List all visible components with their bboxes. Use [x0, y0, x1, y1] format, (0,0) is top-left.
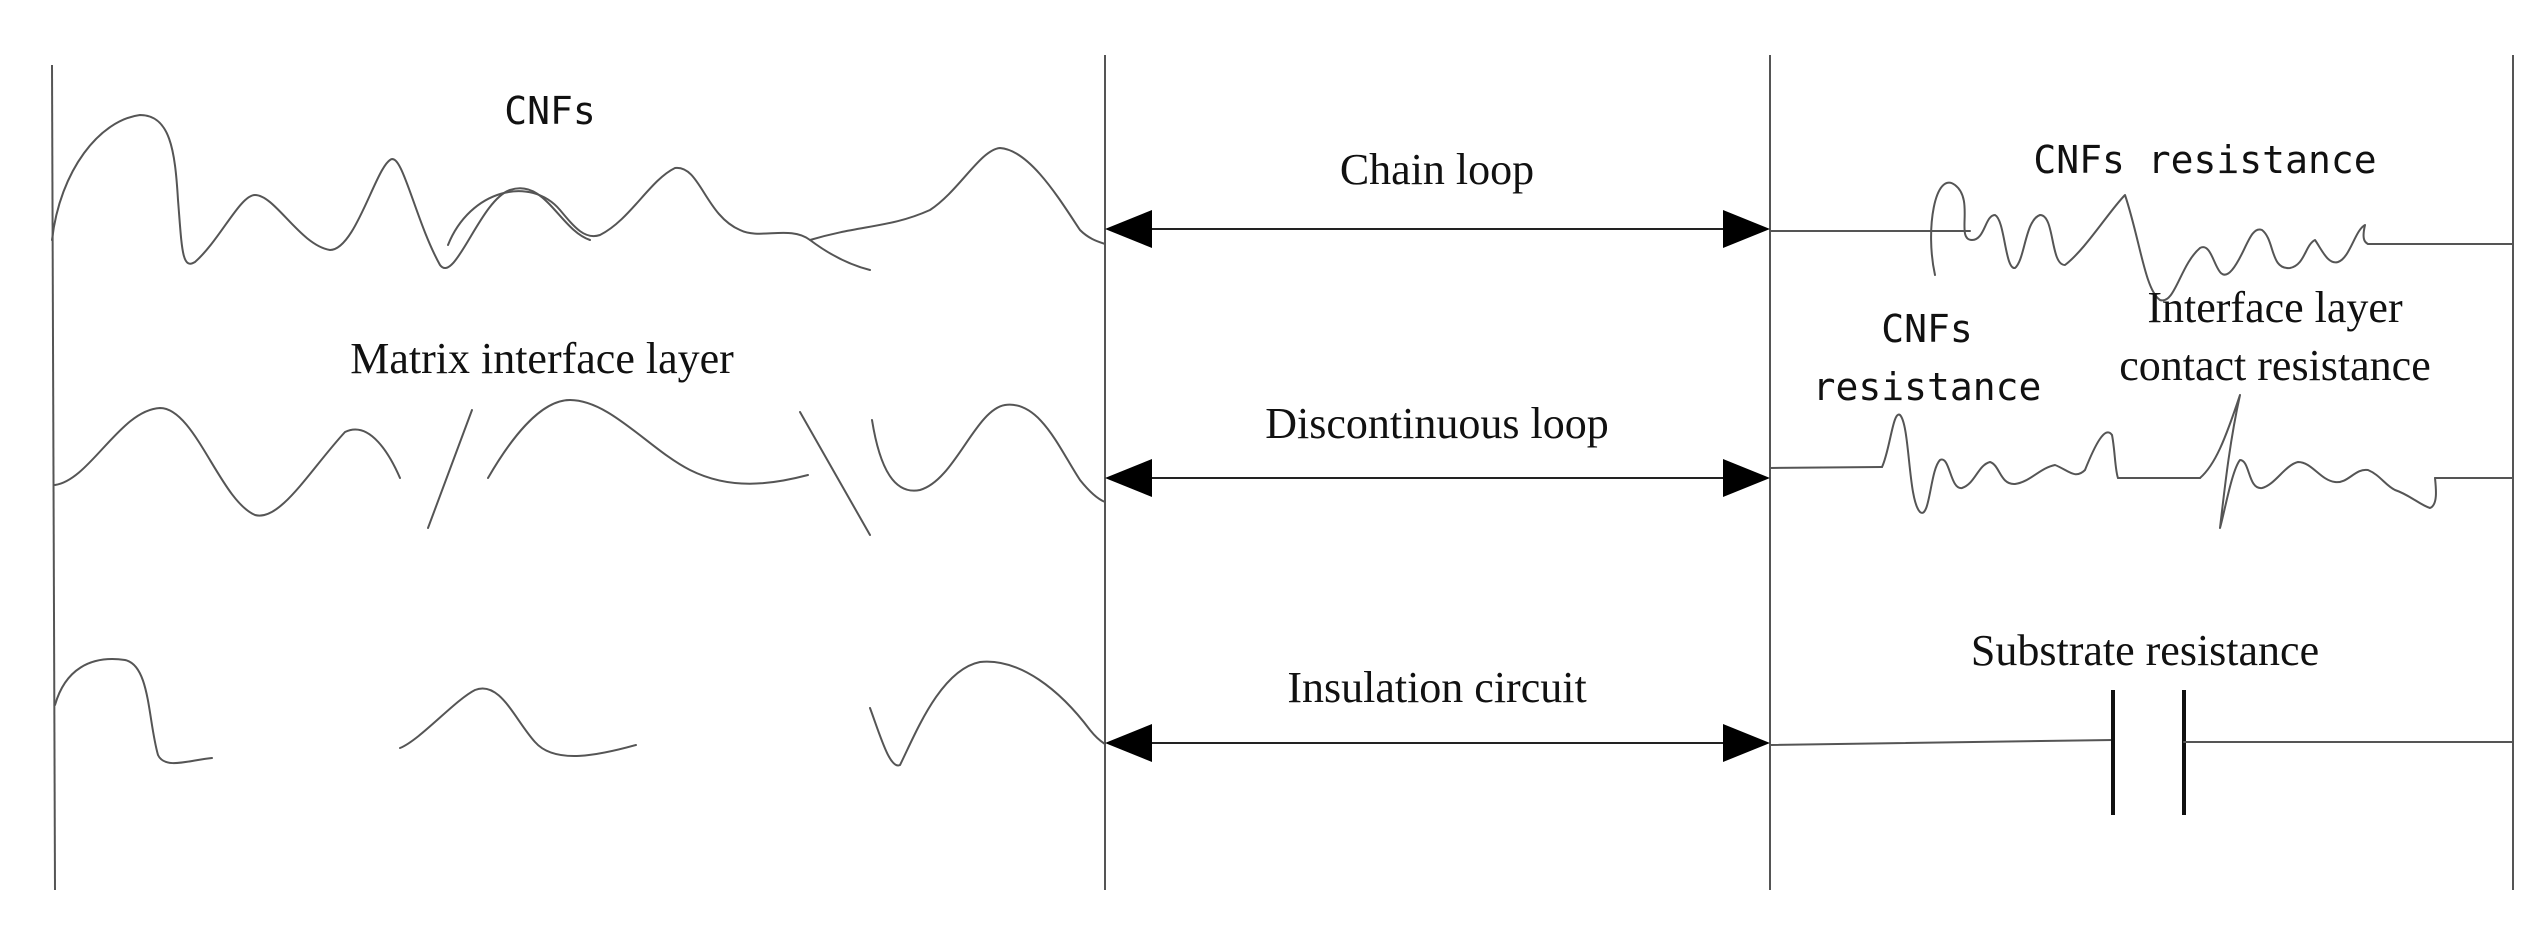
matrix-interface-layer-label: Matrix interface layer: [350, 334, 734, 383]
cnfs-resistance-mid-label-line2: resistance: [1813, 365, 2042, 409]
insulation-circuit-fibers: [54, 658, 1106, 767]
fiber-chain-1: [51, 114, 591, 269]
chain-loop-circuit: [1769, 181, 2514, 302]
fiber-disc-1: [54, 407, 401, 517]
substrate-resistance-label: Substrate resistance: [1971, 626, 2319, 675]
chain-loop-fibers: [51, 114, 1106, 271]
chain-loop-arrow-left-head: [1105, 210, 1152, 248]
cnfs-resistance-mid-label-line1: CNFs: [1881, 307, 1973, 351]
fiber-chain-2: [447, 166, 871, 271]
chain-loop-arrow: [1105, 210, 1770, 248]
chain-loop-arrow-right-head: [1723, 210, 1770, 248]
fiber-ins-3: [869, 660, 1106, 767]
vertical-rules: [51, 55, 2514, 891]
fiber-ins-1: [54, 658, 213, 765]
discontinuous-loop-label: Discontinuous loop: [1265, 399, 1608, 448]
fiber-disc-3: [487, 399, 809, 485]
interface-contact-squiggle: [2199, 394, 2437, 529]
cnfs-resistance-squiggle: [1930, 181, 2369, 302]
disc-lead-in: [1769, 466, 1883, 469]
fiber-disc-2: [427, 409, 473, 529]
discontinuous-loop-arrow: [1105, 459, 1770, 497]
insulation-circuit-arrow: [1105, 724, 1770, 762]
discontinuous-loop-fibers: [54, 399, 1106, 536]
interface-contact-label-line1: Interface layer: [2147, 283, 2403, 332]
ins-lead-in: [1769, 739, 2114, 746]
fiber-disc-5: [871, 403, 1106, 503]
discontinuous-loop-arrow-left-head: [1105, 459, 1152, 497]
insulation-circuit-arrow-left-head: [1105, 724, 1152, 762]
chain-loop-label: Chain loop: [1340, 145, 1534, 194]
insulation-circuit-arrow-right-head: [1723, 724, 1770, 762]
cnfs-resistance-mid-squiggle: [1881, 413, 2119, 514]
fiber-ins-2: [399, 687, 637, 758]
fiber-chain-3: [809, 147, 1106, 245]
fiber-disc-4: [799, 411, 871, 536]
interface-contact-label-line2: contact resistance: [2119, 341, 2431, 390]
insulation-circuit-label: Insulation circuit: [1287, 663, 1586, 712]
cnfs-resistance-top-label: CNFs resistance: [2033, 138, 2376, 182]
labels: CNFs Matrix interface layer Chain loop D…: [350, 89, 2431, 712]
insulation-circuit-capacitor: [1769, 690, 2514, 815]
left-rule: [51, 64, 56, 891]
cnfs-label: CNFs: [504, 89, 596, 133]
discontinuous-loop-circuit: [1769, 394, 2514, 529]
discontinuous-loop-arrow-right-head: [1723, 459, 1770, 497]
